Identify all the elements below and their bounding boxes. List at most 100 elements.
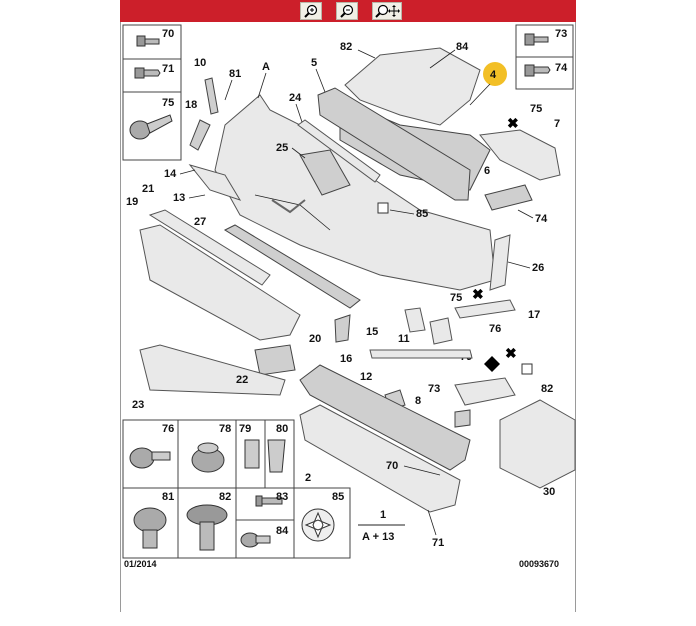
nut-78-icon xyxy=(191,442,225,473)
box-label-76: 76 xyxy=(162,423,174,435)
clip-82-box-icon xyxy=(186,504,228,551)
rivet-83-icon xyxy=(255,495,283,507)
callout-71: 71 xyxy=(162,63,174,75)
callout-20: 20 xyxy=(309,333,321,345)
callout-5: 5 xyxy=(311,57,317,69)
bracket-lower-part xyxy=(454,377,516,406)
callout-71b: 71 xyxy=(432,537,444,549)
callout-16: 16 xyxy=(340,353,352,365)
callout-14: 14 xyxy=(164,168,177,180)
callout-73b: 73 xyxy=(428,383,440,395)
zoom-out-button[interactable] xyxy=(336,2,358,20)
zoom-out-icon xyxy=(340,4,354,18)
clip-79-box-icon xyxy=(244,439,260,469)
grille-19-part xyxy=(139,224,301,341)
kit-30-part xyxy=(499,399,576,489)
excluded-mark-icon-2: ✖ xyxy=(472,286,484,302)
callout-15: 15 xyxy=(366,326,378,338)
callout-10: 10 xyxy=(194,57,206,69)
callout-18: 18 xyxy=(185,99,197,111)
box-label-81: 81 xyxy=(162,491,174,503)
callout-76: 76 xyxy=(489,323,501,335)
callout-4: 4 xyxy=(490,69,497,81)
cover-11-part xyxy=(429,317,453,345)
zoom-in-icon xyxy=(304,4,318,18)
excluded-mark-icon-3: ✖ xyxy=(505,345,517,361)
clip-79-icon xyxy=(484,356,500,372)
screw-75-icon xyxy=(129,114,173,140)
box-label-84: 84 xyxy=(276,525,289,537)
cover-15-part xyxy=(404,307,426,333)
callout-24: 24 xyxy=(289,92,302,104)
grille-22-part xyxy=(139,344,286,396)
box-label-79: 79 xyxy=(239,423,251,435)
highlight-marker xyxy=(483,62,507,86)
clip-81-box-icon xyxy=(133,507,167,549)
frame-left xyxy=(120,22,121,612)
callout-21: 21 xyxy=(142,183,154,195)
callout-74: 74 xyxy=(555,62,568,74)
screw-71-icon xyxy=(134,67,161,79)
callout-82b: 82 xyxy=(541,383,553,395)
callout-2: 2 xyxy=(305,472,311,484)
callout-8: 8 xyxy=(415,395,421,407)
trim-14-part xyxy=(188,164,242,201)
box-label-82: 82 xyxy=(219,491,231,503)
box-label-85: 85 xyxy=(332,491,344,503)
box-label-80: 80 xyxy=(276,423,288,435)
callout-12: 12 xyxy=(360,371,372,383)
callout-6: 6 xyxy=(484,165,490,177)
trim-18-part xyxy=(189,119,211,151)
fastener-box-right xyxy=(515,24,574,90)
box-label-83: 83 xyxy=(276,491,288,503)
strip-24-part xyxy=(297,119,381,183)
callout-70b: 70 xyxy=(386,460,398,472)
callout-73: 73 xyxy=(555,28,567,40)
fastener-box-left xyxy=(122,24,182,161)
callout-25: 25 xyxy=(276,142,288,154)
toolbar xyxy=(120,0,576,22)
fog-bezel-20-part xyxy=(254,344,296,376)
box-label-78: 78 xyxy=(219,423,231,435)
callout-30: 30 xyxy=(543,486,555,498)
callout-19: 19 xyxy=(126,196,138,208)
callout-75b: 75 xyxy=(530,103,542,115)
callout-11: 11 xyxy=(398,333,410,345)
zoom-pan-button[interactable] xyxy=(372,2,402,20)
clip-85-box-icon xyxy=(301,508,335,542)
callout-74b: 74 xyxy=(535,213,548,225)
callout-85: 85 xyxy=(416,208,428,220)
screw-73-icon xyxy=(524,33,549,46)
bracket-16-part xyxy=(334,314,351,343)
bracket-78-part xyxy=(454,409,471,428)
beam-5-part xyxy=(317,87,471,201)
zoom-in-button[interactable] xyxy=(300,2,322,20)
bracket-6-part xyxy=(484,184,533,211)
bumper-cover-part xyxy=(214,94,496,291)
clip-80-box-icon xyxy=(267,439,286,473)
trim-26-part xyxy=(489,234,511,291)
formula-top: 1 xyxy=(380,509,386,521)
screw-76-icon xyxy=(129,447,171,469)
grille-21-part xyxy=(148,209,271,286)
strip-10-part xyxy=(204,77,219,115)
beam-2-part xyxy=(299,404,461,513)
strip-17-part xyxy=(454,299,516,319)
callout-17: 17 xyxy=(528,309,540,321)
footer-ref: 00093670 xyxy=(519,559,559,569)
clip-82-icon xyxy=(521,363,533,375)
fastener-grid-bottom xyxy=(122,419,351,559)
callout-26: 26 xyxy=(532,262,544,274)
callout-23: 23 xyxy=(132,399,144,411)
bracket-7-part xyxy=(479,129,561,181)
callout-82: 82 xyxy=(340,41,352,53)
callout-22: 22 xyxy=(236,374,248,386)
zoom-pan-icon xyxy=(375,4,400,18)
beam-3-part xyxy=(299,364,471,471)
vent-25-part xyxy=(299,149,351,196)
lip-27-part xyxy=(223,224,361,309)
callout-70: 70 xyxy=(162,28,174,40)
callout-27: 27 xyxy=(194,216,206,228)
callout-75: 75 xyxy=(162,97,174,109)
